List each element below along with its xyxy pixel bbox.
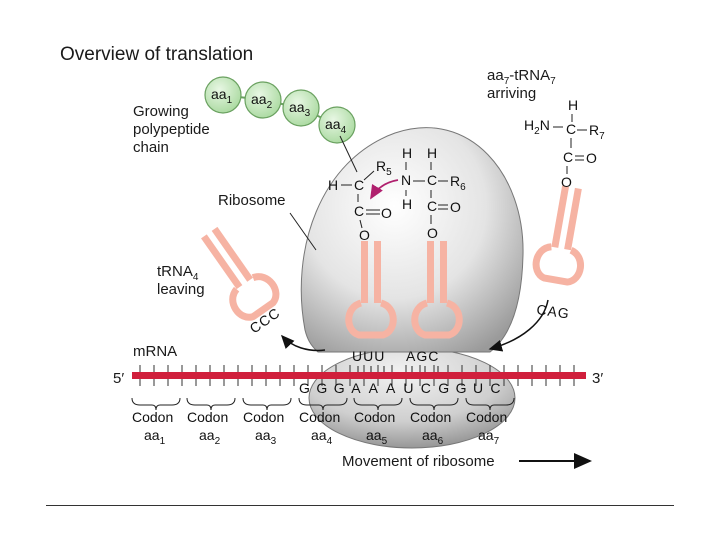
amino-acid-bead [204,76,242,114]
arriving-amino-acid-chemistry: H H2N C R7 C O O [524,97,605,190]
codon-label: Codon [354,409,395,425]
mrna-base: U [473,380,483,396]
svg-text:C: C [427,172,437,188]
trna-arriving [532,185,584,286]
footer-divider [46,505,674,506]
bead-label: aa3 [289,99,311,119]
trna-p-site [345,241,397,339]
mrna-base: A [351,380,361,396]
leaving-arrow [280,334,326,352]
chain-label: Growing polypeptide chain [133,103,214,156]
mrna-label: mRNA [133,343,177,360]
bead-label: aa4 [325,116,347,136]
svg-text:H2N: H2N [524,117,550,137]
mrna-base: G [316,380,327,396]
svg-text:O: O [450,199,461,215]
anticodon-arriving: CAG [536,301,571,321]
codon-labels: Codon aa1 Codon aa2 Codon aa3 Codon aa4 Codon aa5… [131,397,515,447]
codon-brace [353,397,403,411]
codon-label: Codon [466,409,507,425]
mrna-base: A [386,380,396,396]
codon-label: Codon [187,409,228,425]
trna-leaving [201,226,280,321]
svg-text:H: H [568,97,578,113]
codon-aa-label: aa4 [311,427,333,447]
mrna-base: C [421,380,431,396]
codon-brace [186,397,236,411]
svg-text:C: C [566,121,576,137]
trna-arriving-label: aa7-tRNA7 arriving [487,67,560,102]
codon-aa-label: aa2 [199,427,221,447]
svg-text:R7: R7 [589,122,605,142]
amino-acid-bead [282,89,320,127]
svg-text:O: O [586,150,597,166]
ribosome-large-subunit [300,127,524,353]
codon-brace [465,397,515,411]
mrna-base: G [299,380,310,396]
aminoacyl-trna-chemistry: H N H H C R6 C O O [401,145,466,262]
amino-acid-bead [244,81,282,119]
page-title: Overview of translation [60,44,253,65]
amino-acid-bead [318,106,356,144]
svg-text:O: O [427,225,438,241]
three-prime-label: 3′ [592,370,603,387]
codon-aa-label: aa6 [422,427,444,447]
peptide-transfer-arrow [370,179,399,200]
anticodon-a-site: AGC [406,348,439,364]
svg-text:C: C [563,149,573,165]
codon-label: Codon [299,409,340,425]
svg-text:O: O [381,205,392,221]
svg-text:R5: R5 [376,158,392,178]
trna-leaving-label: tRNA4 leaving [157,263,205,298]
five-prime-label: 5′ [113,370,124,387]
svg-text:H: H [402,196,412,212]
peptidyl-trna-chemistry: H C R5 C O O [328,135,392,262]
svg-text:N: N [401,172,411,188]
svg-text:R6: R6 [450,173,466,193]
svg-text:O: O [561,174,572,190]
mrna-strand [132,372,586,379]
codon-label: Codon [243,409,284,425]
mrna-base: G [438,380,449,396]
polypeptide-beads: aa1 aa2 aa3 aa4 [204,76,356,144]
codon-brace [131,397,181,411]
bead-label: aa1 [211,86,233,106]
svg-text:O: O [359,227,370,243]
svg-text:H: H [427,145,437,161]
codon-aa-label: aa7 [478,427,500,447]
svg-text:C: C [354,203,364,219]
mrna-base: G [456,380,467,396]
codon-label: Codon [410,409,451,425]
codon-aa-label: aa3 [255,427,277,447]
trna-a-site [411,241,463,339]
svg-text:C: C [427,198,437,214]
mrna-base: U [403,380,413,396]
ribosome-leader-line [289,212,317,251]
codon-aa-label: aa5 [366,427,388,447]
mrna-base: G [334,380,345,396]
codon-brace [409,397,459,411]
arriving-arrow [488,299,549,352]
ribosome-label: Ribosome [218,192,286,209]
codon-aa-label: aa1 [144,427,166,447]
mrna-base: A [369,380,379,396]
mrna-base: C [490,380,500,396]
svg-text:C: C [354,177,364,193]
anticodon-p-site: UUU [352,348,385,364]
movement-label: Movement of ribosome [342,453,495,470]
bead-label: aa2 [251,91,273,111]
codon-label: Codon [132,409,173,425]
trna-group [201,185,584,339]
svg-text:H: H [402,145,412,161]
codon-brace [298,397,348,411]
codon-brace [242,397,292,411]
svg-text:H: H [328,177,338,193]
